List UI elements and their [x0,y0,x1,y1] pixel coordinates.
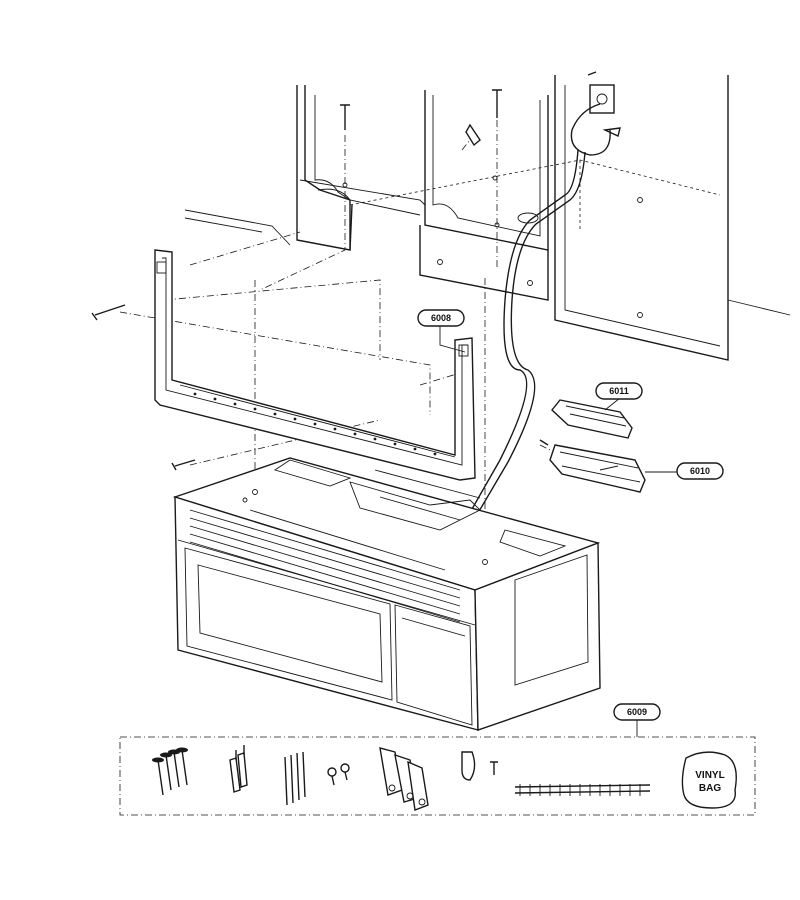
upper-cabinets [184,71,791,531]
callout-6009: 6009 [613,703,661,737]
callout-6008: 6008 [417,309,466,353]
vinyl-bag-line2: BAG [699,783,721,794]
callout-6010: 6010 [645,462,724,480]
callout-6008-label: 6008 [431,313,451,323]
duct-adapter [539,439,646,493]
damper-plate [551,399,633,439]
mounting-bracket [91,249,476,481]
callout-6011-label: 6011 [609,386,629,396]
hardware-kit-box: VINYL BAG [119,736,756,816]
vinyl-bag-line1: VINYL [695,770,724,781]
callout-6011: 6011 [595,382,643,411]
callout-6010-label: 6010 [690,466,710,476]
microwave-oven [172,457,601,731]
callout-6009-label: 6009 [627,707,647,717]
